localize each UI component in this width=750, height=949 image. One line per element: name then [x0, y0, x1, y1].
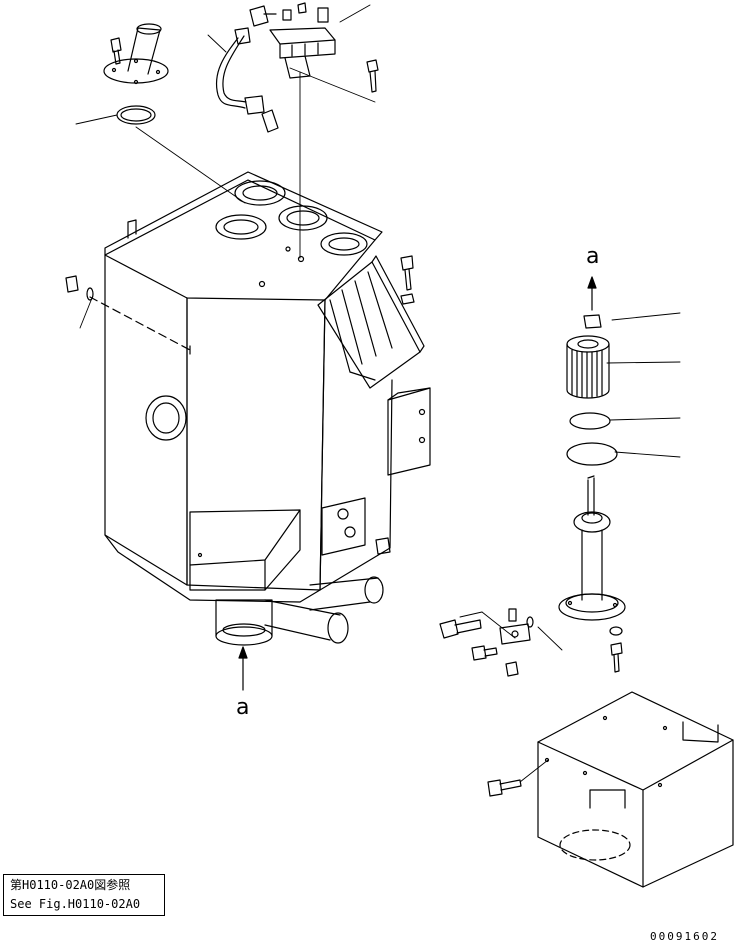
o-ring-filler	[116, 105, 156, 125]
reference-note-english: See Fig.H0110-02A0	[10, 897, 141, 911]
cover-box	[537, 691, 734, 888]
strainer-rod	[558, 475, 626, 621]
filter-element	[566, 335, 610, 399]
filter-o-ring-large	[566, 442, 618, 466]
cover-bolt	[487, 759, 549, 797]
filler-bolt	[110, 37, 122, 65]
reference-note-japanese: 第H0110-02A0図参照	[10, 878, 131, 892]
leader-lines	[75, 4, 681, 651]
outlet-pipes	[215, 576, 384, 646]
view-arrow-top	[587, 276, 597, 311]
filter-o-ring-small	[569, 412, 611, 430]
side-fitting	[65, 275, 94, 301]
filler-neck	[103, 23, 169, 85]
drawing-number: 00091602	[650, 930, 719, 943]
hose-assembly	[216, 5, 279, 133]
manifold-bolt	[366, 59, 379, 93]
view-label-bottom: a	[236, 695, 250, 720]
reference-note-box: 第H0110-02A0図参照 See Fig.H0110-02A0	[3, 874, 165, 916]
strainer-bolt	[609, 626, 623, 673]
cage-bolt	[400, 255, 415, 305]
filter-nut	[583, 314, 602, 329]
view-label-top: a	[586, 244, 600, 269]
hydraulic-tank	[89, 171, 431, 603]
cover-parts	[439, 608, 534, 677]
manifold-block	[269, 2, 336, 79]
view-arrow-bottom	[238, 646, 248, 691]
